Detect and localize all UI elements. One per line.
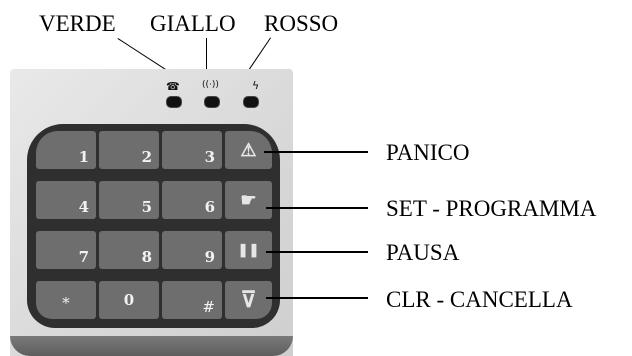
panic-key[interactable]: ⚠ (225, 131, 272, 169)
key-star[interactable]: ∗ (36, 281, 96, 319)
key-6[interactable]: 6 (162, 181, 222, 219)
key-8[interactable]: 8 (99, 231, 159, 269)
leader-clr (266, 297, 368, 299)
sound-icon: ((·)) (202, 80, 219, 90)
led-verde (166, 96, 182, 108)
label-pausa: PAUSA (386, 240, 460, 265)
key-3[interactable]: 3 (162, 131, 222, 169)
device-bottom-band (10, 336, 293, 356)
leader-verde (117, 38, 169, 72)
label-rosso: ROSSO (264, 11, 339, 36)
phone-icon: ☎ (166, 80, 180, 93)
key-hash[interactable]: # (162, 281, 222, 319)
set-key[interactable]: ☛ (225, 181, 272, 219)
leader-panico (264, 151, 368, 153)
key-7[interactable]: 7 (36, 231, 96, 269)
label-panico: PANICO (386, 140, 470, 165)
label-clr: CLR - CANCELLA (386, 287, 573, 312)
led-rosso (243, 96, 259, 108)
leader-set (266, 207, 368, 209)
leader-pausa (266, 251, 368, 253)
key-9[interactable]: 9 (162, 231, 222, 269)
key-5[interactable]: 5 (99, 181, 159, 219)
label-giallo: GIALLO (150, 11, 236, 36)
clr-key[interactable]: ⊽ (225, 281, 272, 319)
label-verde: VERDE (39, 11, 116, 36)
label-set: SET - PROGRAMMA (386, 196, 597, 221)
bolt-icon: ϟ (252, 79, 260, 92)
led-giallo (204, 96, 220, 108)
key-4[interactable]: 4 (36, 181, 96, 219)
key-2[interactable]: 2 (99, 131, 159, 169)
key-1[interactable]: 1 (36, 131, 96, 169)
key-0[interactable]: 0 (99, 281, 159, 319)
pause-key[interactable]: ❚❚ (225, 231, 272, 269)
